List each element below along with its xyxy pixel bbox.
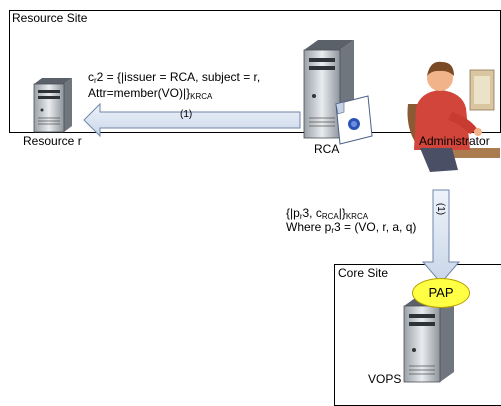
credential-attr-text: Attr=member(VO)|} [88,86,191,100]
rca-label: RCA [314,142,340,156]
pap-node: PAP [412,278,470,308]
policy-c-subscript: RCA [321,212,339,221]
policy-close: |} [338,206,346,220]
resource-server-icon [33,78,72,133]
policy-where-subscript: r [331,226,335,235]
credential-cr2-line2: Attr=member(VO)|}KRCA [88,86,212,104]
policy-where-pre: Where p [286,220,332,234]
certificate-icon [335,95,373,145]
vops-server-icon [403,296,454,383]
policy-close-subscript: KRCA [345,212,369,221]
diagram-graphics [33,40,500,383]
policy-line2: Where pr3 = (VO, r, a, q) [286,220,416,238]
credential-c-subscript: r [94,76,97,85]
administrator-label: Administrator [419,134,490,148]
arrow-admin-to-pap [421,189,461,284]
resource-site-label: Resource Site [12,11,88,25]
core-site-label: Core Site [338,266,389,280]
credential-c: c [88,70,94,84]
arrow-rca-label: (1) [180,109,193,120]
policy-mid: 3, c [302,206,322,220]
policy-where-post: 3 = (VO, r, a, q) [334,220,417,234]
credential-attr-subscript: KRCA [190,92,213,101]
policy-p-subscript: r [299,212,303,221]
arrow-rca-to-resource [83,102,301,138]
vops-label: VOPS [368,372,402,386]
resource-label: Resource r [23,134,82,148]
administrator-icon [407,61,500,172]
policy-line1: {|pr3, cRCA|}KRCA [286,206,368,224]
credential-cr2-line1: cr2 = {|issuer = RCA, subject = r, [88,70,260,88]
policy-open: {|p [286,206,300,220]
credential-cr2-text: 2 = {|issuer = RCA, subject = r, [96,70,261,84]
arrow-admin-label: (1) [435,202,447,216]
